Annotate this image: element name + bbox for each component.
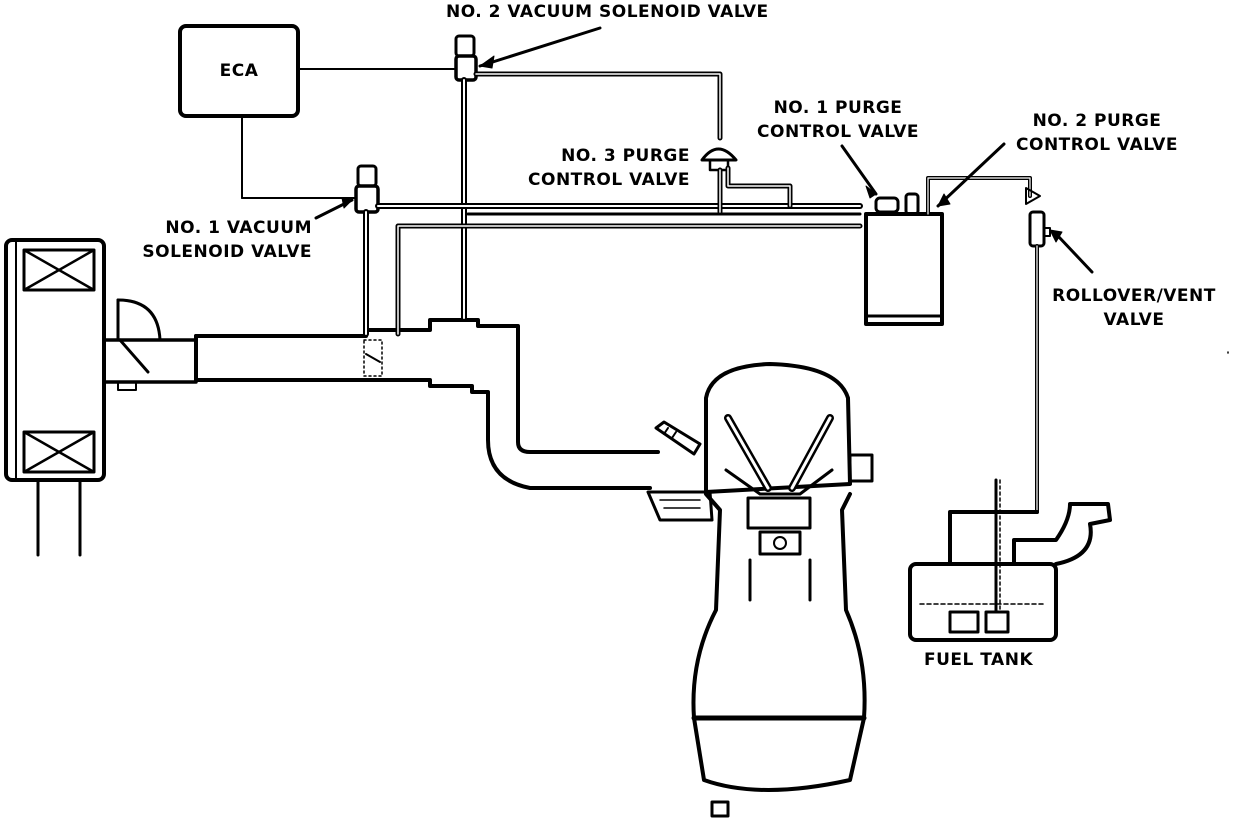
vacuum-1-line2: SOLENOID VALVE [142, 242, 312, 262]
purge-control-valve-2 [926, 142, 1032, 216]
purge-3-line1: NO. 3 PURGE [561, 146, 690, 166]
vacuum-lines [375, 147, 863, 337]
eca-label: ECA [219, 61, 259, 81]
air-cleaner [4, 238, 106, 557]
rollover-vent-valve [1025, 187, 1094, 514]
purge-control-valve-3-label: NO. 3 PURGE CONTROL VALVE [498, 144, 690, 192]
purge-2-line2: CONTROL VALVE [1016, 135, 1178, 155]
fuel-injector [654, 420, 702, 456]
engine [646, 362, 874, 818]
eca-module [178, 24, 455, 199]
charcoal-canister [840, 142, 1032, 326]
rollover-vent-valve-label: ROLLOVER/VENT VALVE [1046, 284, 1222, 332]
fuel-tank-label: FUEL TANK [924, 650, 1034, 670]
rollover-line2: VALVE [1103, 310, 1165, 330]
purge-1-line1: NO. 1 PURGE [773, 98, 903, 118]
purge-2-line1: NO. 2 PURGE [1032, 111, 1162, 131]
vacuum-solenoid-valve-1 [314, 164, 380, 337]
purge-control-valve-1-label: NO. 1 PURGE CONTROL VALVE [748, 96, 928, 144]
purge-control-valve-2-label: NO. 2 PURGE CONTROL VALVE [1006, 109, 1188, 157]
vacuum-solenoid-1-label: NO. 1 VACUUM SOLENOID VALVE [126, 216, 312, 264]
vacuum-solenoid-valve-2 [454, 26, 723, 321]
vacuum-solenoid-2-label: NO. 2 VACUUM SOLENOID VALVE [446, 2, 769, 22]
purge-control-valve-1 [840, 144, 900, 214]
purge-1-line2: CONTROL VALVE [757, 122, 919, 142]
vacuum-1-line1: NO. 1 VACUUM [165, 218, 312, 238]
fuel-tank [908, 478, 1112, 642]
rollover-line1: ROLLOVER/VENT [1052, 286, 1216, 306]
purge-3-line2: CONTROL VALVE [528, 170, 690, 190]
intake-duct [102, 298, 660, 490]
purge-control-valve-3 [700, 147, 793, 215]
